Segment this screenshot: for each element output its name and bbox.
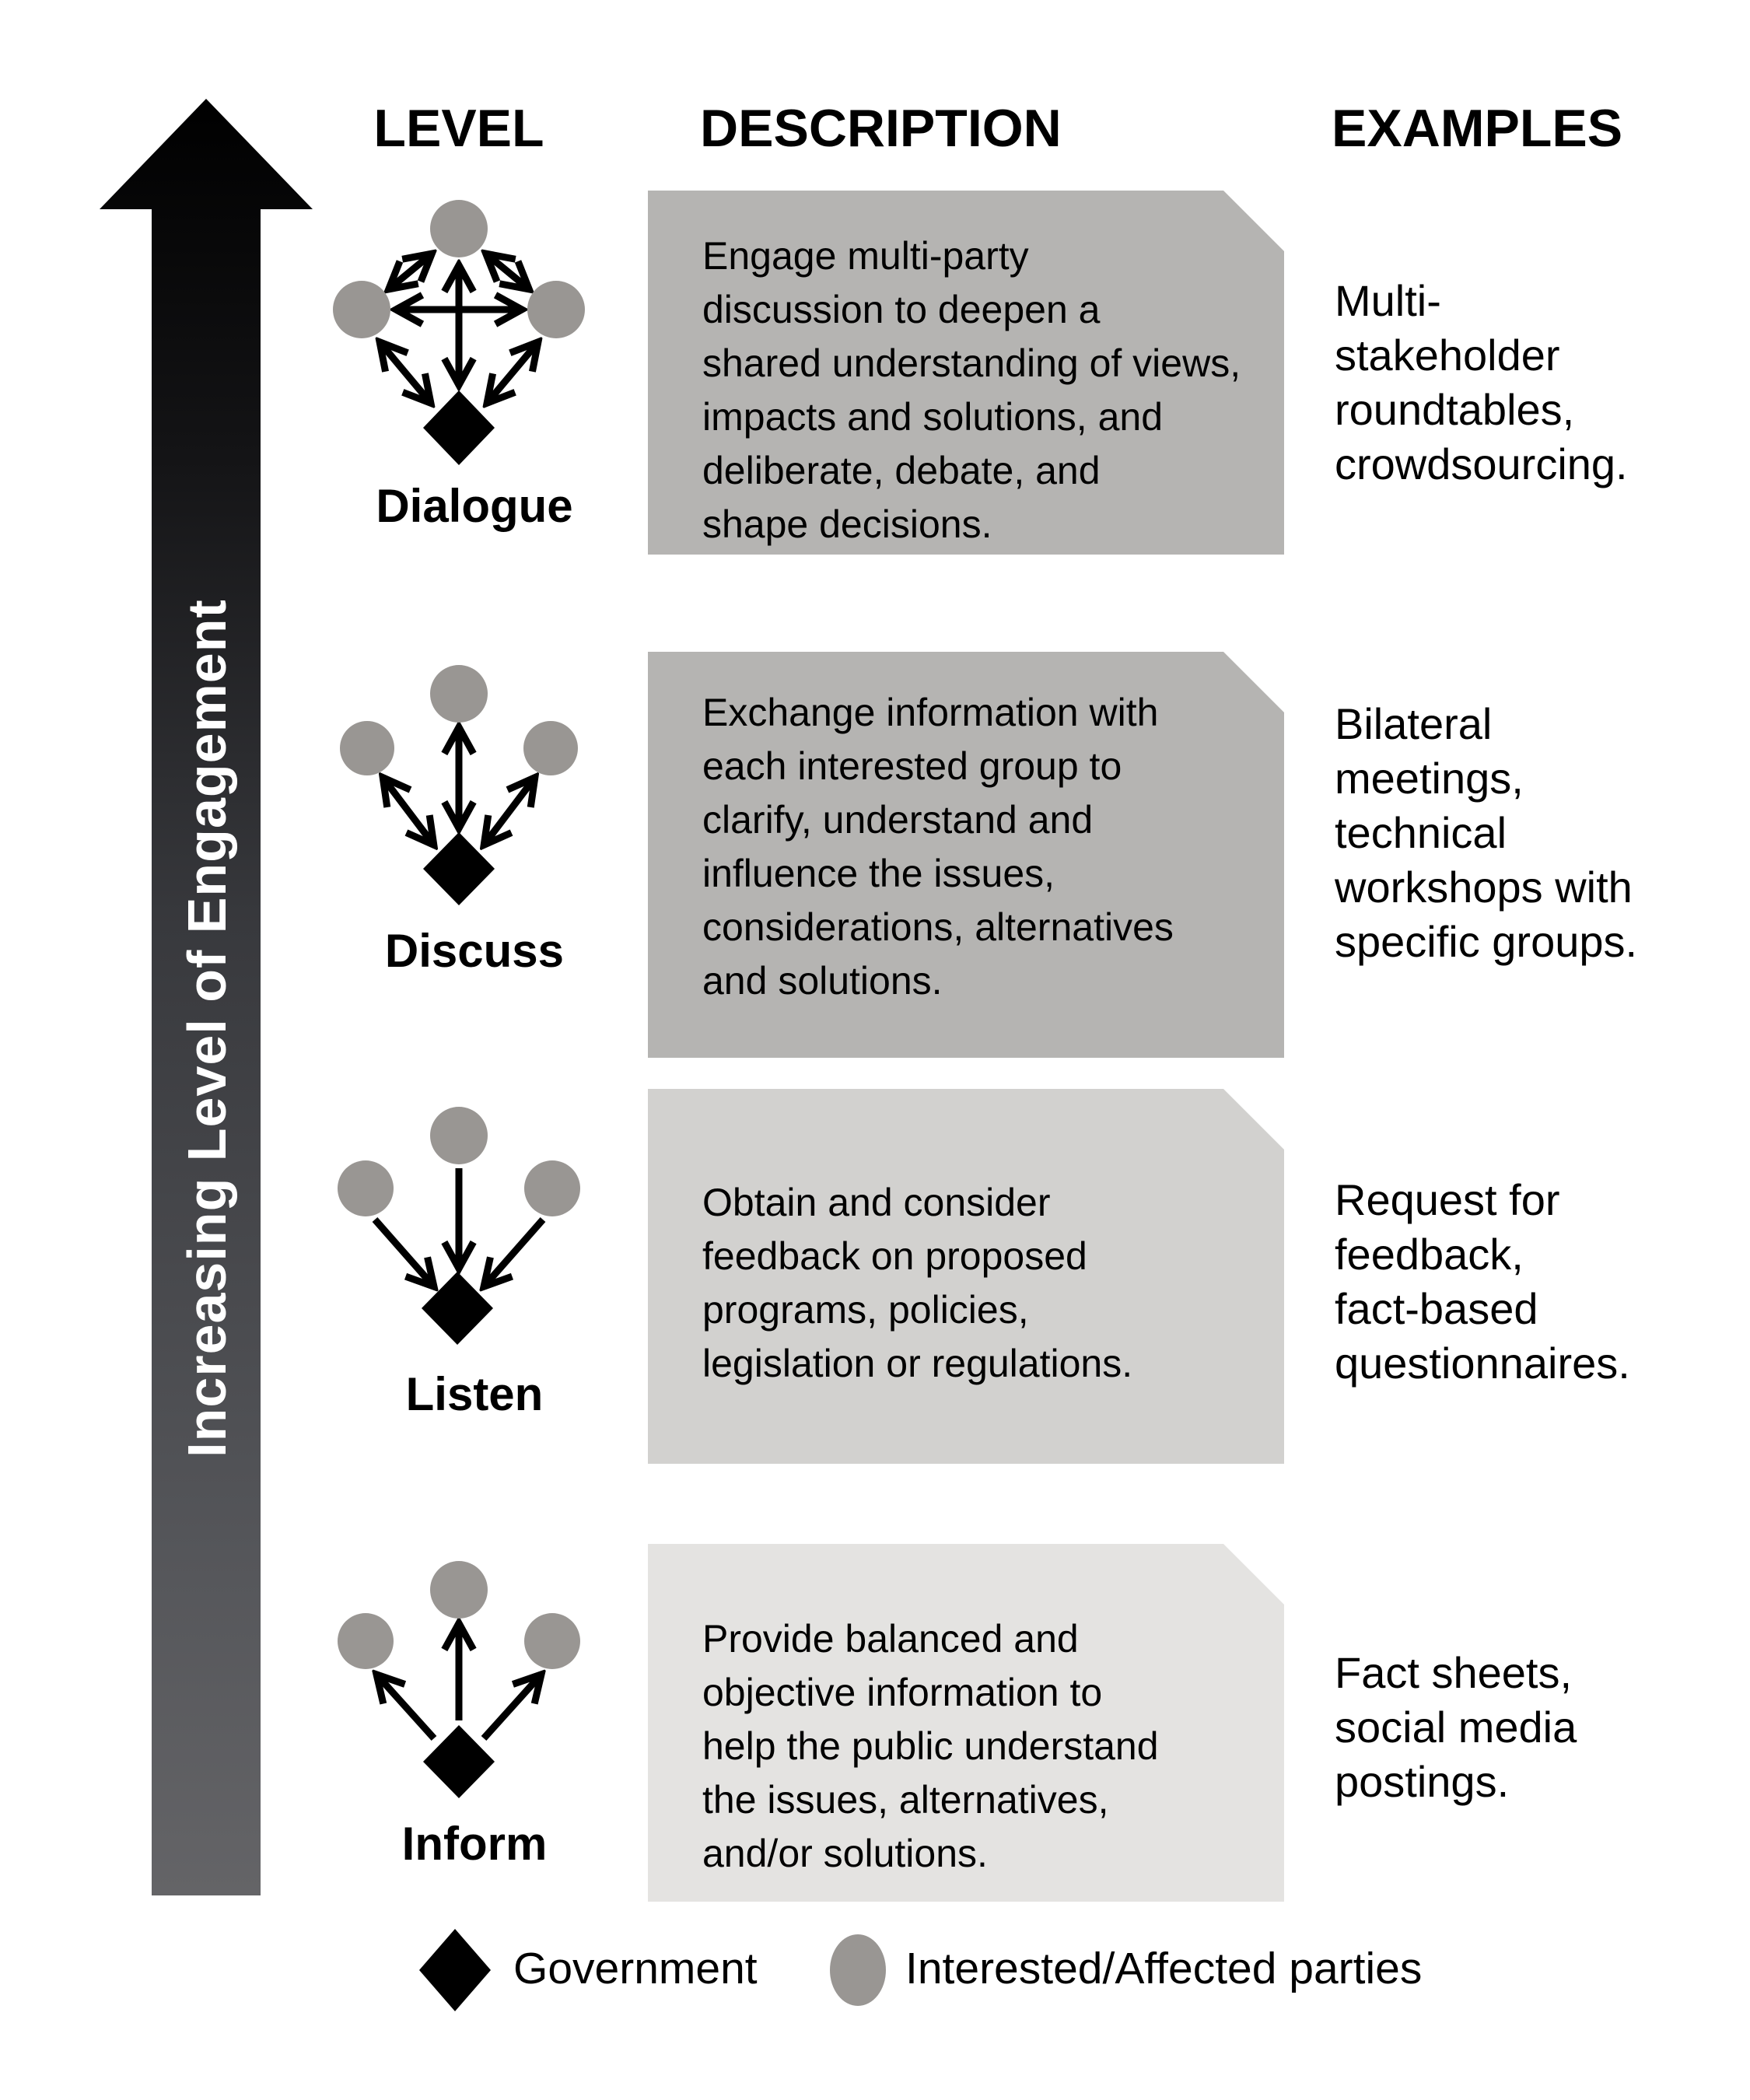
party-circle [430,1107,488,1164]
description-text-dialogue: Engage multi-party discussion to deepen … [702,234,1241,546]
party-circle [430,200,488,257]
party-circle [430,665,488,723]
level-label-listen: Listen [405,1368,544,1420]
column-header-description: DESCRIPTION [700,99,1062,158]
level-label-discuss: Discuss [384,925,565,977]
description-box-discuss: Exchange information with each intereste… [648,652,1284,1058]
party-circle [340,721,394,775]
government-diamond [423,832,495,905]
examples-discuss: Bilateral meetings, technical workshops … [1335,699,1638,966]
description-box-inform: Provide balanced and objective informati… [648,1544,1284,1902]
level-block-inform: Inform [311,1540,638,1874]
legend-parties-label: Interested/Affected parties [905,1944,1423,1993]
examples-dialogue: Multi- stakeholder roundtables, crowdsou… [1335,276,1628,488]
examples-listen: Request for feedback, fact-based questio… [1335,1175,1630,1388]
party-circle [524,1613,580,1669]
multi-party-network-icon [333,200,585,465]
description-text-discuss: Exchange information with each intereste… [702,691,1174,1003]
description-box-dialogue: Engage multi-party discussion to deepen … [648,191,1284,555]
description-box-listen: Obtain and consider feedback on proposed… [648,1089,1284,1464]
description-text-listen: Obtain and consider feedback on proposed… [702,1181,1133,1385]
level-block-listen: Listen [311,1089,638,1423]
column-header-level: LEVEL [373,99,544,158]
government-diamond [423,390,495,465]
legend-government-label: Government [513,1944,758,1993]
inbound-feedback-icon [338,1107,580,1345]
column-header-examples: EXAMPLES [1332,99,1623,158]
arrow-axis-label: Increasing Level of Engagement [177,599,237,1458]
government-diamond [422,1272,493,1345]
level-block-dialogue: Dialogue [311,179,638,537]
examples-inform: Fact sheets, social media postings. [1335,1648,1577,1806]
two-way-exchange-icon [340,665,578,905]
legend-parties-circle-icon [830,1934,886,2006]
government-diamond [423,1725,495,1798]
level-label-inform: Inform [401,1818,548,1870]
level-block-discuss: Discuss [311,646,638,980]
party-circle [527,281,585,338]
party-circle [523,721,578,775]
party-circle [338,1160,394,1216]
level-label-dialogue: Dialogue [376,480,573,532]
party-circle [524,1160,580,1216]
outbound-broadcast-icon [338,1561,580,1798]
legend-government-diamond-icon [419,1929,491,2011]
party-circle [338,1613,394,1669]
increasing-engagement-arrow [100,99,313,1895]
party-circle [333,281,390,338]
party-circle [430,1561,488,1619]
description-text-inform: Provide balanced and objective informati… [702,1617,1159,1875]
